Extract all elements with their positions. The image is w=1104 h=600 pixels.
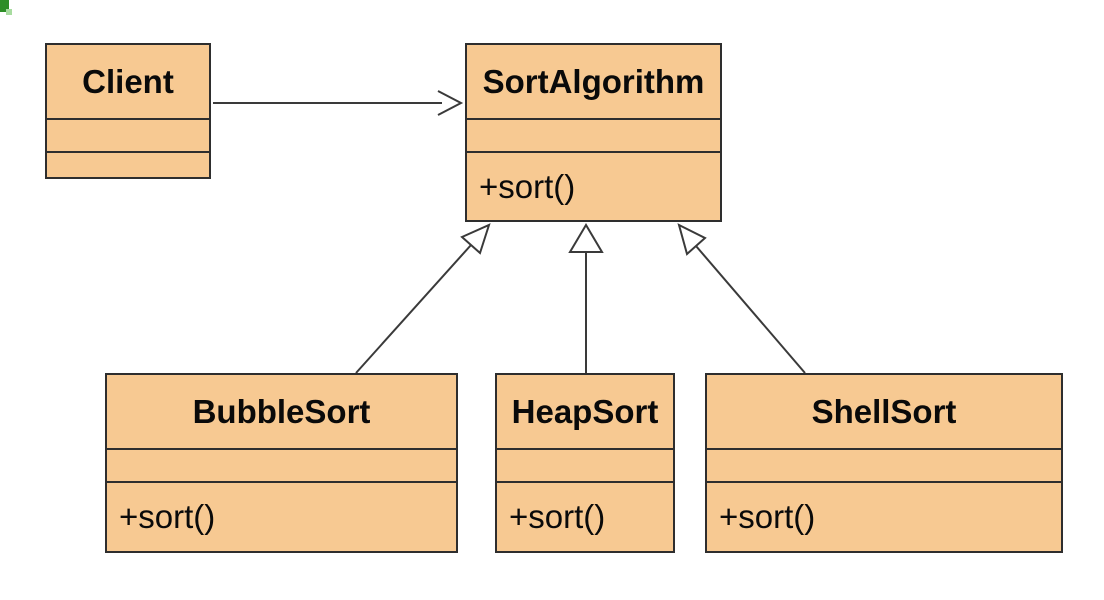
operations-compartment: +sort() [509, 498, 606, 535]
class-name: BubbleSort [107, 375, 456, 450]
class-name: ShellSort [707, 375, 1061, 450]
attributes-compartment [467, 120, 720, 153]
attributes-compartment [497, 450, 673, 483]
generalization-heapsort-to-sortalgorithm [568, 223, 604, 373]
generalization-shellsort-to-sortalgorithm [677, 223, 806, 374]
corner-artifact-green [0, 0, 9, 12]
class-name: HeapSort [497, 375, 673, 450]
operations-compartment: +sort() [479, 167, 576, 205]
class-box-client: Client [45, 43, 211, 179]
operations-compartment: +sort() [719, 498, 816, 535]
open-arrow-icon [437, 90, 464, 116]
hollow-triangle-icon [677, 223, 707, 256]
association-client-to-sortalgorithm [213, 90, 464, 116]
attributes-compartment [47, 120, 209, 153]
operations-compartment [47, 153, 209, 177]
class-box-bubblesort: BubbleSort +sort() [105, 373, 458, 553]
corner-artifact-green-light [6, 9, 12, 15]
operations-compartment: +sort() [119, 498, 216, 535]
hollow-triangle-icon [568, 223, 604, 253]
class-box-shellsort: ShellSort +sort() [705, 373, 1063, 553]
generalization-bubblesort-to-sortalgorithm [355, 223, 491, 374]
attributes-compartment [707, 450, 1061, 483]
class-name: Client [47, 45, 209, 120]
class-name: SortAlgorithm [467, 45, 720, 120]
class-box-heapsort: HeapSort +sort() [495, 373, 675, 553]
hollow-triangle-icon [460, 223, 491, 255]
class-box-sortalgorithm: SortAlgorithm +sort() [465, 43, 722, 222]
attributes-compartment [107, 450, 456, 483]
